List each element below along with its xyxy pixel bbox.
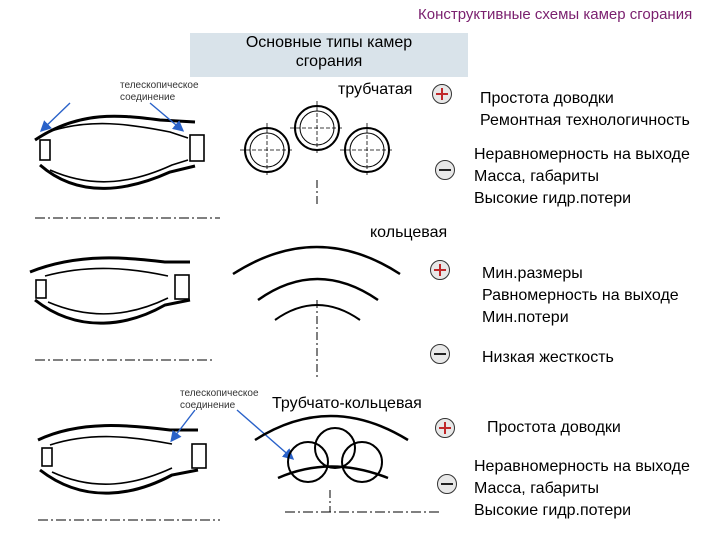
page-title: Конструктивные схемы камер сгорания xyxy=(418,6,693,23)
annular-chamber-profile xyxy=(29,256,215,361)
pro-item: Ремонтная технологичность xyxy=(480,112,690,129)
type-tubular-annular-label: Трубчато-кольцевая xyxy=(272,395,422,412)
minus-circle-icon xyxy=(437,474,457,494)
pro-item: Мин.потери xyxy=(482,309,569,326)
plus-circle-icon xyxy=(432,84,452,104)
type-annular-label: кольцевая xyxy=(370,224,448,241)
con-item: Неравномерность на выходе xyxy=(474,146,690,163)
pro-item: Равномерность на выходе xyxy=(482,287,679,304)
con-item: Высокие гидр.потери xyxy=(474,190,632,207)
plus-circle-icon xyxy=(435,418,455,438)
con-item: Масса, габариты xyxy=(474,168,599,185)
tubular-chamber-profile xyxy=(34,102,220,219)
type-tubular-label: трубчатая xyxy=(338,81,413,98)
annular-cons: Низкая жесткость xyxy=(482,347,614,369)
tubular-annular-pros: Простота доводки xyxy=(487,417,621,439)
annular-pros: Мин.размеры Равномерность на выходе Мин.… xyxy=(482,263,679,329)
minus-circle-icon xyxy=(435,160,455,180)
tubular-annular-chamber-profile xyxy=(37,409,295,521)
tubular-cons: Неравномерность на выходе Масса, габарит… xyxy=(474,144,690,210)
telescopic-joint-label-bottom: телескопическое соединение xyxy=(180,388,259,412)
plus-circle-icon xyxy=(430,260,450,280)
tubular-annular-cons: Неравномерность на выходе Масса, габарит… xyxy=(474,456,690,522)
telescopic-label-line-1: телескопическое xyxy=(120,80,199,91)
tubular-pros: Простота доводки Ремонтная технологичнос… xyxy=(480,88,690,132)
telescopic-joint-label-top: телескопическое соединение xyxy=(120,80,199,104)
pro-item: Мин.размеры xyxy=(482,265,583,282)
con-item: Низкая жесткость xyxy=(482,349,614,366)
telescopic-label-line-2: соединение xyxy=(120,92,176,103)
con-item: Неравномерность на выходе xyxy=(474,458,690,475)
con-item: Высокие гидр.потери xyxy=(474,502,632,519)
con-item: Масса, габариты xyxy=(474,480,599,497)
types-heading: Основные типы камер сгорания xyxy=(190,33,468,77)
annular-cross-section xyxy=(232,245,401,380)
tubular-annular-cross-section xyxy=(254,414,440,513)
pro-item: Простота доводки xyxy=(487,419,621,436)
telescopic-label-line-2: соединение xyxy=(180,400,236,411)
types-heading-line-1: Основные типы камер xyxy=(245,34,413,51)
telescopic-label-line-1: телескопическое xyxy=(180,388,259,399)
minus-circle-icon xyxy=(430,344,450,364)
types-heading-line-2: сгорания xyxy=(295,53,363,70)
pro-item: Простота доводки xyxy=(480,90,614,107)
tubular-cross-section xyxy=(240,101,394,205)
